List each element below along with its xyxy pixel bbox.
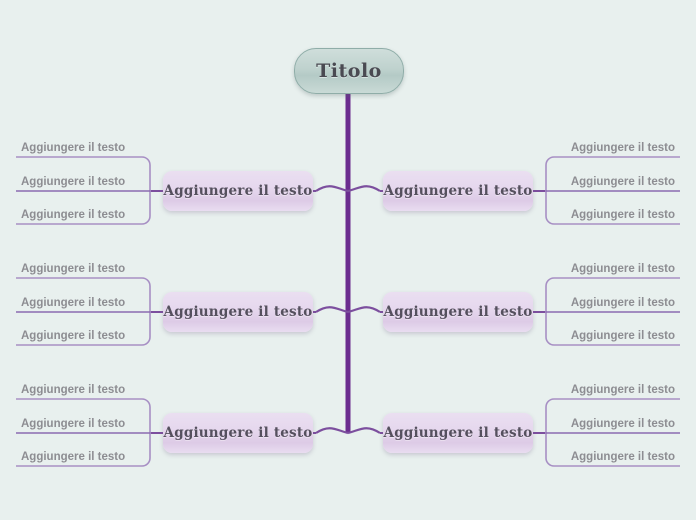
branch-node-right-3[interactable]: Aggiungere il testo: [383, 413, 533, 453]
leaf-right-1-1[interactable]: Aggiungere il testo: [550, 133, 675, 155]
leaf-right-2-2[interactable]: Aggiungere il testo: [550, 288, 675, 310]
leaf-right-1-2[interactable]: Aggiungere il testo: [550, 167, 675, 189]
leaf-left-2-1-label: Aggiungere il testo: [21, 263, 126, 275]
root-node-label: Titolo: [316, 60, 382, 82]
leaf-left-2-2[interactable]: Aggiungere il testo: [21, 288, 146, 310]
leaf-left-1-1[interactable]: Aggiungere il testo: [21, 133, 146, 155]
leaf-right-3-1-label: Aggiungere il testo: [570, 384, 675, 396]
leaf-right-2-3[interactable]: Aggiungere il testo: [550, 321, 675, 343]
leaf-right-2-2-label: Aggiungere il testo: [570, 297, 675, 309]
branch-curve-right-1: [347, 185, 381, 193]
leaf-left-1-2[interactable]: Aggiungere il testo: [21, 167, 146, 189]
leaf-left-3-2[interactable]: Aggiungere il testo: [21, 409, 146, 431]
root-node[interactable]: Titolo: [294, 48, 404, 94]
branch-node-left-2-label: Aggiungere il testo: [163, 304, 313, 320]
leaf-left-3-1[interactable]: Aggiungere il testo: [21, 375, 146, 397]
leaf-left-2-3-label: Aggiungere il testo: [21, 330, 126, 342]
leaf-right-1-1-label: Aggiungere il testo: [570, 142, 675, 154]
leaf-left-2-3[interactable]: Aggiungere il testo: [21, 321, 146, 343]
branch-node-right-3-label: Aggiungere il testo: [383, 425, 533, 441]
leaf-left-2-2-label: Aggiungere il testo: [21, 297, 126, 309]
branch-node-right-1[interactable]: Aggiungere il testo: [383, 171, 533, 211]
leaf-right-3-1[interactable]: Aggiungere il testo: [550, 375, 675, 397]
leaf-right-3-2-label: Aggiungere il testo: [570, 418, 675, 430]
branch-node-right-1-label: Aggiungere il testo: [383, 183, 533, 199]
branch-curve-right-3: [347, 427, 381, 435]
leaf-right-1-3-label: Aggiungere il testo: [570, 209, 675, 221]
branch-node-right-2[interactable]: Aggiungere il testo: [383, 292, 533, 332]
branch-curve-left-2: [315, 306, 349, 314]
leaf-left-3-3[interactable]: Aggiungere il testo: [21, 442, 146, 464]
leaf-right-3-3[interactable]: Aggiungere il testo: [550, 442, 675, 464]
leaf-left-1-2-label: Aggiungere il testo: [21, 176, 126, 188]
leaf-right-3-2[interactable]: Aggiungere il testo: [550, 409, 675, 431]
branch-node-right-2-label: Aggiungere il testo: [383, 304, 533, 320]
branch-node-left-3[interactable]: Aggiungere il testo: [163, 413, 313, 453]
leaf-left-3-3-label: Aggiungere il testo: [21, 451, 126, 463]
leaf-right-3-3-label: Aggiungere il testo: [570, 451, 675, 463]
leaf-left-3-1-label: Aggiungere il testo: [21, 384, 126, 396]
leaf-left-1-3[interactable]: Aggiungere il testo: [21, 200, 146, 222]
branch-node-left-1[interactable]: Aggiungere il testo: [163, 171, 313, 211]
leaf-right-2-3-label: Aggiungere il testo: [570, 330, 675, 342]
branch-node-left-3-label: Aggiungere il testo: [163, 425, 313, 441]
leaf-left-3-2-label: Aggiungere il testo: [21, 418, 126, 430]
leaf-right-1-3[interactable]: Aggiungere il testo: [550, 200, 675, 222]
branch-curve-right-2: [347, 306, 381, 314]
leaf-right-2-1[interactable]: Aggiungere il testo: [550, 254, 675, 276]
leaf-left-1-3-label: Aggiungere il testo: [21, 209, 126, 221]
leaf-right-1-2-label: Aggiungere il testo: [570, 176, 675, 188]
leaf-left-1-1-label: Aggiungere il testo: [21, 142, 126, 154]
branch-node-left-2[interactable]: Aggiungere il testo: [163, 292, 313, 332]
branch-curve-left-1: [315, 185, 349, 193]
branch-curve-left-3: [315, 427, 349, 435]
leaf-right-2-1-label: Aggiungere il testo: [570, 263, 675, 275]
branch-node-left-1-label: Aggiungere il testo: [163, 183, 313, 199]
leaf-left-2-1[interactable]: Aggiungere il testo: [21, 254, 146, 276]
